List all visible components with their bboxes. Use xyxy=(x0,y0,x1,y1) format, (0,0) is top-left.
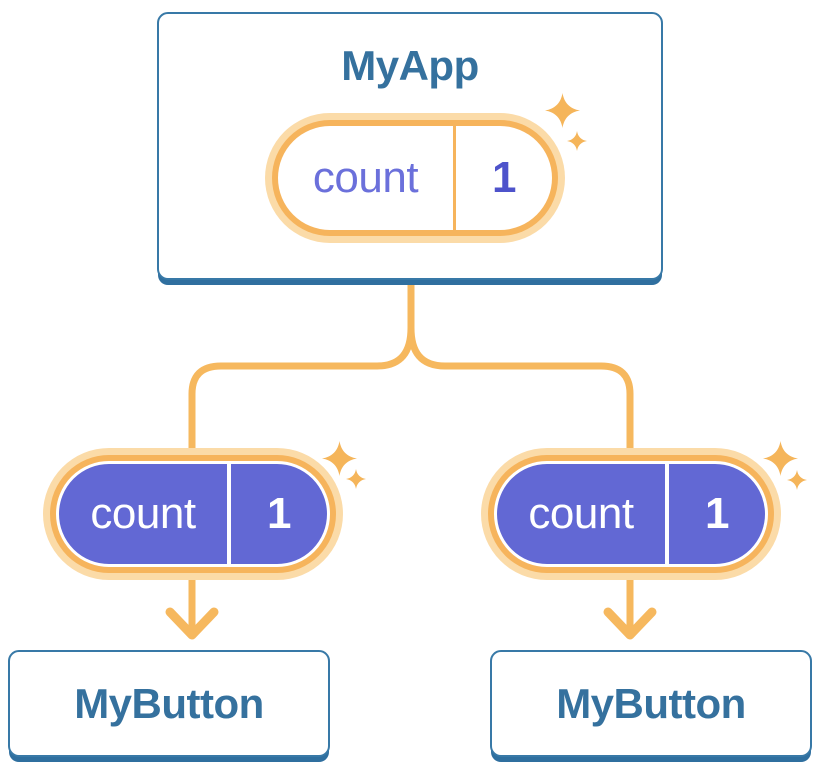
sparkle-icon xyxy=(763,441,798,476)
pill-value: 1 xyxy=(705,489,729,538)
arrow-down-icon xyxy=(165,607,219,640)
pill-label: count xyxy=(312,153,419,202)
pill-label: count xyxy=(90,489,196,538)
connector-branch-left xyxy=(188,279,415,472)
button-title: MyButton xyxy=(74,679,264,727)
state-pill-root: count 1 xyxy=(265,113,565,243)
prop-pill-ring: count 1 xyxy=(488,455,774,573)
button-title: MyButton xyxy=(556,679,746,727)
connector-branch-right xyxy=(407,279,634,472)
prop-pill-ring: count 1 xyxy=(50,455,336,573)
pill-divider xyxy=(453,126,456,230)
state-pill-ring: count 1 xyxy=(272,120,558,236)
button-card-left: MyButton xyxy=(8,650,330,757)
pill-value: 1 xyxy=(267,489,291,538)
button-card-right: MyButton xyxy=(490,650,812,757)
sparkle-icon xyxy=(787,470,807,490)
sparkle-icon xyxy=(545,93,580,128)
arrow-down-icon xyxy=(603,607,657,640)
pill-divider xyxy=(227,464,231,564)
pill-value: 1 xyxy=(492,153,516,202)
pill-divider xyxy=(665,464,669,564)
sparkle-icon xyxy=(322,441,357,476)
app-title: MyApp xyxy=(341,42,479,89)
prop-pill-left: count 1 xyxy=(43,448,343,580)
sparkle-icon xyxy=(567,131,587,151)
sparkle-icon xyxy=(346,469,366,489)
prop-pill-right: count 1 xyxy=(481,448,781,580)
pill-label: count xyxy=(528,489,634,538)
